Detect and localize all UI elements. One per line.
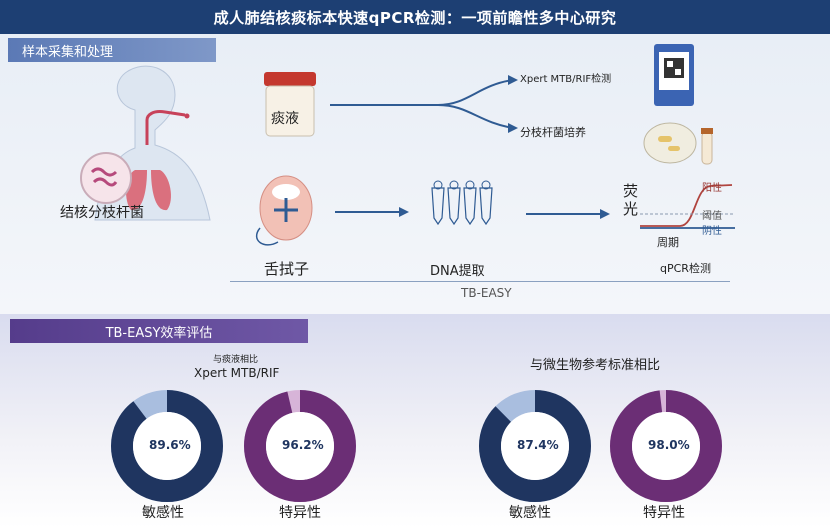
arrow-swab-to-dna bbox=[335, 207, 409, 217]
dna-tubes-icon bbox=[431, 180, 493, 226]
donut-2-label: 特异性 bbox=[279, 505, 321, 521]
branch-culture-label: 分枝杆菌培养 bbox=[520, 126, 586, 139]
bacteria-magnifier bbox=[80, 152, 132, 204]
xpert-cartridge-icon bbox=[654, 44, 694, 106]
sputum-jar-icon bbox=[264, 72, 316, 137]
donut-specificity-1 bbox=[244, 390, 356, 502]
qpcr-threshold-label: 阈值 bbox=[702, 211, 722, 222]
qpcr-detection-label: qPCR检测 bbox=[660, 262, 711, 275]
donut-specificity-2-arc bbox=[610, 390, 722, 502]
donut-sensitivity-2 bbox=[479, 390, 591, 502]
comparison-2-title: 与微生物参考标准相比 bbox=[530, 358, 661, 373]
donut-4-label: 特异性 bbox=[643, 505, 685, 521]
branch-arrows bbox=[330, 75, 518, 133]
donut-specificity-1-center bbox=[266, 412, 334, 480]
donut-3-value: 87.4% bbox=[517, 438, 559, 452]
donut-1-value: 89.6% bbox=[149, 438, 191, 452]
organism-label: 结核分枝杆菌 bbox=[60, 205, 144, 221]
qpcr-amplification-plot bbox=[640, 184, 735, 229]
platform-label: TB-EASY bbox=[461, 286, 512, 300]
page-title: 成人肺结核痰标本快速qPCR检测：一项前瞻性多中心研究 bbox=[0, 0, 830, 34]
qpcr-y-label-2: 光 bbox=[623, 200, 639, 218]
comparison-1-subtitle: 与痰液相比 bbox=[213, 355, 259, 365]
qpcr-positive-label: 阳性 bbox=[702, 183, 722, 194]
qpcr-y-label-1: 荧 bbox=[623, 182, 639, 200]
donut-specificity-2-center bbox=[632, 412, 700, 480]
donut-sensitivity-1 bbox=[111, 390, 223, 502]
section-label-collection: 样本采集和处理 bbox=[8, 38, 216, 62]
culture-plate-icon bbox=[643, 122, 713, 165]
qpcr-x-label: 周期 bbox=[657, 236, 679, 249]
sputum-jar-label: 痰液 bbox=[271, 111, 299, 127]
donut-sensitivity-2-arc bbox=[479, 390, 591, 502]
platform-divider bbox=[230, 281, 730, 282]
qpcr-negative-label: 阴性 bbox=[702, 226, 722, 237]
donut-2-value: 96.2% bbox=[282, 438, 324, 452]
tongue-swab-icon bbox=[255, 175, 313, 246]
dna-extraction-label: DNA提取 bbox=[430, 264, 485, 279]
donut-sensitivity-1-arc bbox=[111, 390, 223, 502]
donut-4-value: 98.0% bbox=[648, 438, 690, 452]
donut-1-label: 敏感性 bbox=[142, 505, 184, 521]
donut-3-label: 敏感性 bbox=[509, 505, 551, 521]
arrow-dna-to-qpcr bbox=[526, 209, 610, 219]
tongue-swab-label: 舌拭子 bbox=[264, 260, 310, 278]
comparison-1-title: Xpert MTB/RIF bbox=[194, 366, 280, 380]
branch-xpert-label: Xpert MTB/RIF检测 bbox=[520, 74, 612, 85]
donut-sensitivity-1-center bbox=[133, 412, 201, 480]
donut-specificity-1-arc bbox=[244, 390, 356, 502]
donut-specificity-2 bbox=[610, 390, 722, 502]
section-label-evaluation: TB-EASY效率评估 bbox=[10, 319, 308, 343]
donut-sensitivity-2-center bbox=[501, 412, 569, 480]
